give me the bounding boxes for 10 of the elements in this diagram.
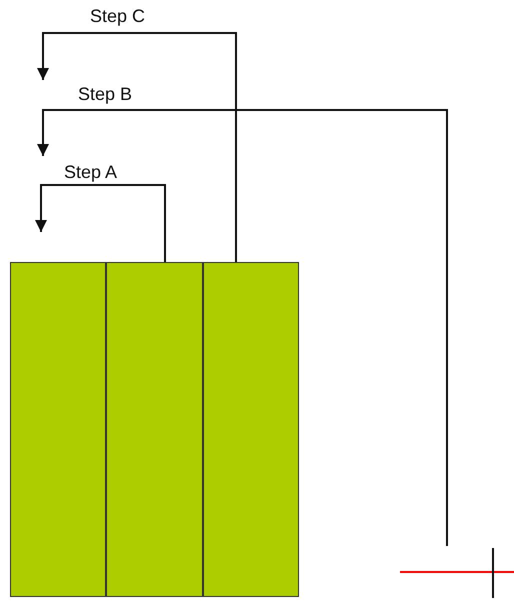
- arrow: [37, 109, 448, 546]
- arrow: [35, 184, 166, 262]
- edge-label: Step C: [90, 6, 146, 26]
- panel-bar: [203, 262, 299, 597]
- panel-bar: [10, 262, 106, 597]
- edge-label: Step A: [64, 162, 118, 182]
- reference-line-symbol: [400, 546, 514, 598]
- edge-label: Step B: [78, 84, 132, 104]
- panel-bar: [106, 262, 203, 597]
- arrow: [37, 32, 237, 262]
